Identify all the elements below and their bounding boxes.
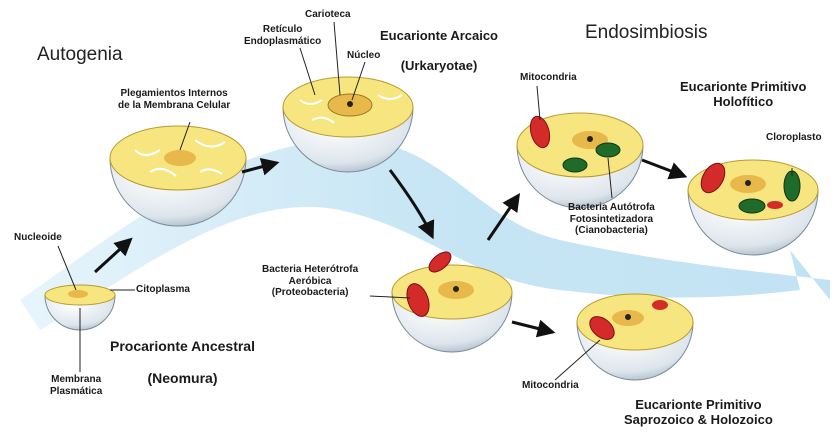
stage-procarionte-group: (Neomura) (110, 370, 255, 386)
stage-eucarionte-arcaico: Eucarionte Arcaico (Urkaryotae) (380, 14, 498, 89)
stage-saprozoico: Eucarionte Primitivo Saprozoico & Holozo… (624, 398, 773, 428)
label-carioteca: Carioteca (305, 9, 351, 21)
label-cloroplasto: Cloroplasto (766, 132, 822, 144)
heading-autogenia: Autogenia (37, 44, 123, 66)
label-nucleo: Núcleo (347, 50, 380, 62)
cell-holofitico (688, 159, 818, 255)
label-plegamientos: Plegamientos Internos de la Membrana Cel… (118, 88, 230, 111)
label-mitocondria-bottom: Mitocondria (522, 380, 579, 392)
label-nucleoide: Nucleoide (14, 232, 62, 244)
label-citoplasma: Citoplasma (136, 284, 190, 296)
stage-eucarionte-arcaico-name: Eucarionte Arcaico (380, 29, 498, 44)
arrow-5 (642, 160, 684, 176)
heading-endosimbiosis: Endosimbiosis (585, 22, 708, 44)
label-membrana-plasmatica: Membrana Plasmática (50, 374, 102, 397)
label-bacteria-autotrofa: Bacteria Autótrofa Fotosintetizadora (Ci… (568, 202, 655, 237)
label-bacteria-heterotrofa: Bacteria Heterótrofa Aeróbica (Proteobac… (262, 264, 358, 299)
stage-procarionte: Procarionte Ancestral (Neomura) (110, 322, 255, 402)
cell-saprozoico (577, 294, 693, 380)
stage-holofitico: Eucarionte Primitivo Holofítico (680, 80, 806, 110)
label-mitocondria-top: Mitocondria (520, 72, 577, 84)
cell-mitocondria (517, 113, 643, 208)
stage-eucarionte-arcaico-group: (Urkaryotae) (380, 59, 498, 74)
arrow-6 (512, 322, 552, 332)
stage-procarionte-name: Procarionte Ancestral (110, 338, 255, 354)
label-reticulo: Retículo Endoplasmático (244, 24, 321, 47)
